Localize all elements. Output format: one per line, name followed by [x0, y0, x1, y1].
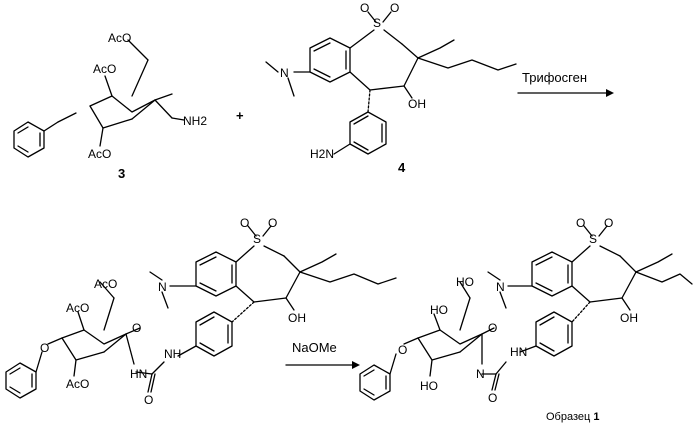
prod-label-hydroxy-c4: HO [430, 303, 448, 317]
prod-label-benzyloxy-o: O [398, 343, 407, 357]
intermediate-structure [6, 226, 396, 398]
int-label-hydroxyl: OH [288, 311, 306, 325]
int-label-sulfone-o1: O [240, 216, 249, 230]
int-label-acetoxy-c2: AcO [66, 377, 89, 391]
int-label-urea-o: O [144, 393, 153, 407]
c3-label-acetoxy-c4: AcO [93, 62, 116, 76]
compound-number-1: 1 [593, 411, 599, 423]
prod-label-sulfur: S [589, 232, 597, 246]
plus-sign: + [236, 108, 244, 123]
prod-label-sulfone-o1: O [576, 216, 585, 230]
prod-label-urea-nh-aryl: HN [510, 345, 527, 359]
product-caption: Образец 1 [546, 411, 600, 423]
int-label-benzyloxy-o: O [40, 341, 49, 355]
int-label-ring-o: O [132, 321, 141, 335]
prod-label-urea-n-sugar: N [476, 367, 485, 381]
prod-label-hydroxy-c2: HO [420, 379, 438, 393]
prod-label-hydroxy-c6: HO [456, 275, 474, 289]
c4-label-hydroxyl: OH [408, 97, 426, 111]
reagent-naome: NaOMe [292, 340, 337, 355]
prod-label-urea-o: O [488, 391, 497, 405]
reaction-arrow-1-head [606, 89, 614, 97]
c3-label-amine: NH2 [183, 114, 207, 128]
product-structure [360, 226, 692, 400]
reagent-triphosgene: Трифосген [522, 70, 587, 85]
product-caption-prefix: Образец [546, 411, 591, 423]
int-label-urea-nh-sugar: HN [130, 367, 147, 381]
int-label-acetoxy-c4: AcO [66, 301, 89, 315]
reaction-arrow-2-head [352, 361, 360, 369]
int-label-urea-nh-aryl: NH [164, 347, 181, 361]
compound-number-4: 4 [398, 160, 406, 175]
c4-label-amine: H2N [310, 147, 334, 161]
compound-number-3: 3 [118, 166, 125, 181]
int-label-dimethylamine-n: N [158, 280, 167, 294]
prod-label-hydroxyl: OH [620, 311, 638, 325]
c4-label-sulfur: S [373, 16, 381, 30]
prod-label-sulfone-o2: O [604, 216, 613, 230]
c4-label-dimethylamine-n: N [280, 66, 289, 80]
c3-label-acetoxy-c2: AcO [88, 147, 111, 161]
c4-label-sulfone-o1: O [360, 1, 369, 15]
c4-label-sulfone-o2: O [390, 1, 399, 15]
c3-label-acetoxy-c6: AcO [108, 31, 131, 45]
prod-label-dimethylamine-n: N [496, 280, 505, 294]
compound-3-structure [14, 40, 184, 157]
int-label-sulfone-o2: O [268, 216, 277, 230]
int-label-sulfur: S [253, 232, 261, 246]
prod-label-ring-o: O [488, 321, 497, 335]
int-label-acetoxy-c6: AcO [94, 277, 117, 291]
compound-4-structure [266, 12, 516, 154]
